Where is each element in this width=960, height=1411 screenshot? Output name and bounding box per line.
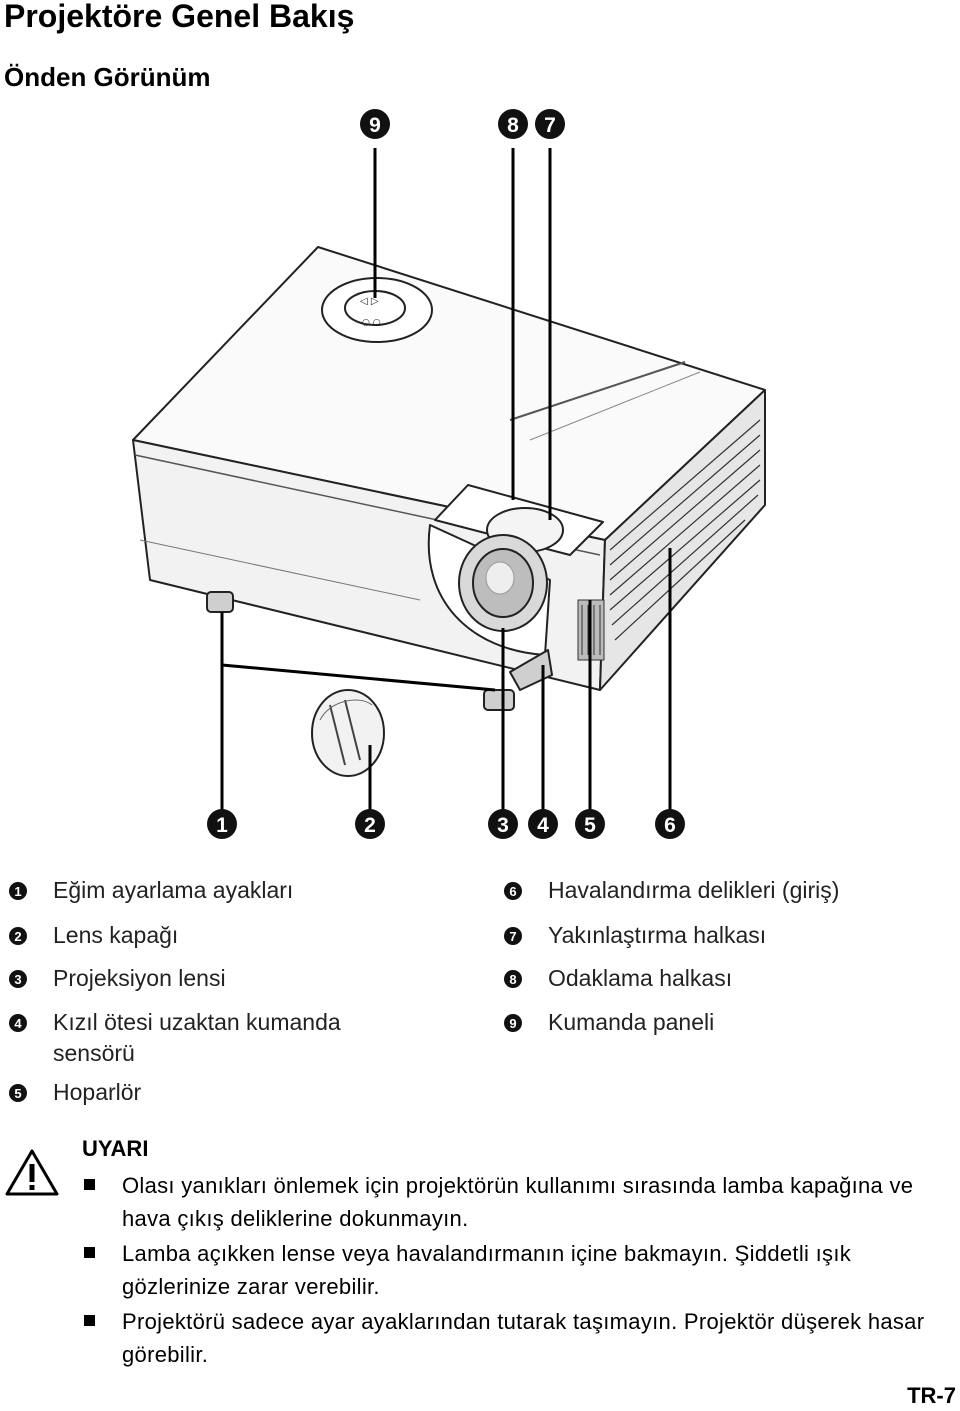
legend-label: Odaklama halkası: [548, 965, 733, 991]
legend-badge: 4: [9, 1014, 27, 1032]
legend-badge: 8: [504, 970, 522, 988]
legend-label: Kumanda paneli: [548, 1009, 715, 1035]
legend-label: Kızıl ötesi uzaktan kumanda sensörü: [53, 1009, 341, 1066]
legend-badge: 2: [9, 927, 27, 945]
callout-8-label: 8: [507, 114, 519, 137]
callout-4: 4: [528, 809, 558, 839]
section-subtitle: Önden Görünüm: [4, 62, 211, 92]
legend-badge: 5: [9, 1084, 27, 1102]
callout-6: 6: [655, 809, 685, 839]
side-vents: [609, 419, 761, 641]
callout-1-label: 1: [216, 814, 228, 837]
legend-badge: 7: [504, 927, 522, 945]
projector-illustration: ◁ ▷ ○ ○: [132, 109, 766, 839]
bullet-square-icon: [84, 1179, 95, 1190]
page-number: TR-7: [907, 1383, 956, 1408]
svg-text:○ ○: ○ ○: [362, 318, 381, 328]
legend-badge: 6: [504, 882, 522, 900]
warning-triangle-icon: [5, 1149, 59, 1196]
page-title: Projektöre Genel Bakış: [4, 0, 355, 34]
legend-label: Yakınlaştırma halkası: [548, 922, 767, 948]
callout-2: 2: [355, 809, 385, 839]
callout-3-label: 3: [497, 814, 509, 837]
tilt-foot-left: [206, 591, 234, 613]
tilt-foot-right: [483, 689, 515, 711]
legend-label: Lens kapağı: [53, 922, 179, 948]
callout-5: 5: [575, 809, 605, 839]
legend-label: Havalandırma delikleri (giriş): [548, 877, 840, 903]
callout-1: 1: [207, 809, 237, 839]
legend-badge: 1: [9, 882, 27, 900]
legend-label: Projeksiyon lensi: [53, 965, 226, 991]
callout-6-label: 6: [664, 814, 676, 837]
callout-5-label: 5: [584, 814, 596, 837]
warning-text: Olası yanıkları önlemek için projektörün…: [122, 1173, 914, 1231]
callout-7: 7: [535, 109, 565, 139]
svg-text:◁ ▷: ◁ ▷: [360, 296, 379, 307]
callout-9-label: 9: [369, 114, 381, 137]
lens-cap: [311, 689, 385, 777]
legend-label: Eğim ayarlama ayakları: [53, 877, 294, 903]
legend-badge: 9: [504, 1014, 522, 1032]
warning-text: Projektörü sadece ayar ayaklarından tuta…: [122, 1309, 925, 1367]
legend-label: Hoparlör: [53, 1079, 142, 1105]
bullet-square-icon: [84, 1315, 95, 1326]
ir-sensor-window: [509, 649, 553, 691]
legend-badge: 3: [9, 970, 27, 988]
callout-2-label: 2: [364, 814, 376, 837]
callout-9: 9: [360, 109, 390, 139]
callout-7-label: 7: [544, 114, 556, 137]
bullet-square-icon: [84, 1247, 95, 1258]
callout-8: 8: [498, 109, 528, 139]
callout-3: 3: [488, 809, 518, 839]
callout-4-label: 4: [537, 814, 549, 837]
warning-text: Lamba açıkken lense veya havalandırmanın…: [122, 1241, 852, 1299]
warning-heading: UYARI: [82, 1136, 149, 1161]
